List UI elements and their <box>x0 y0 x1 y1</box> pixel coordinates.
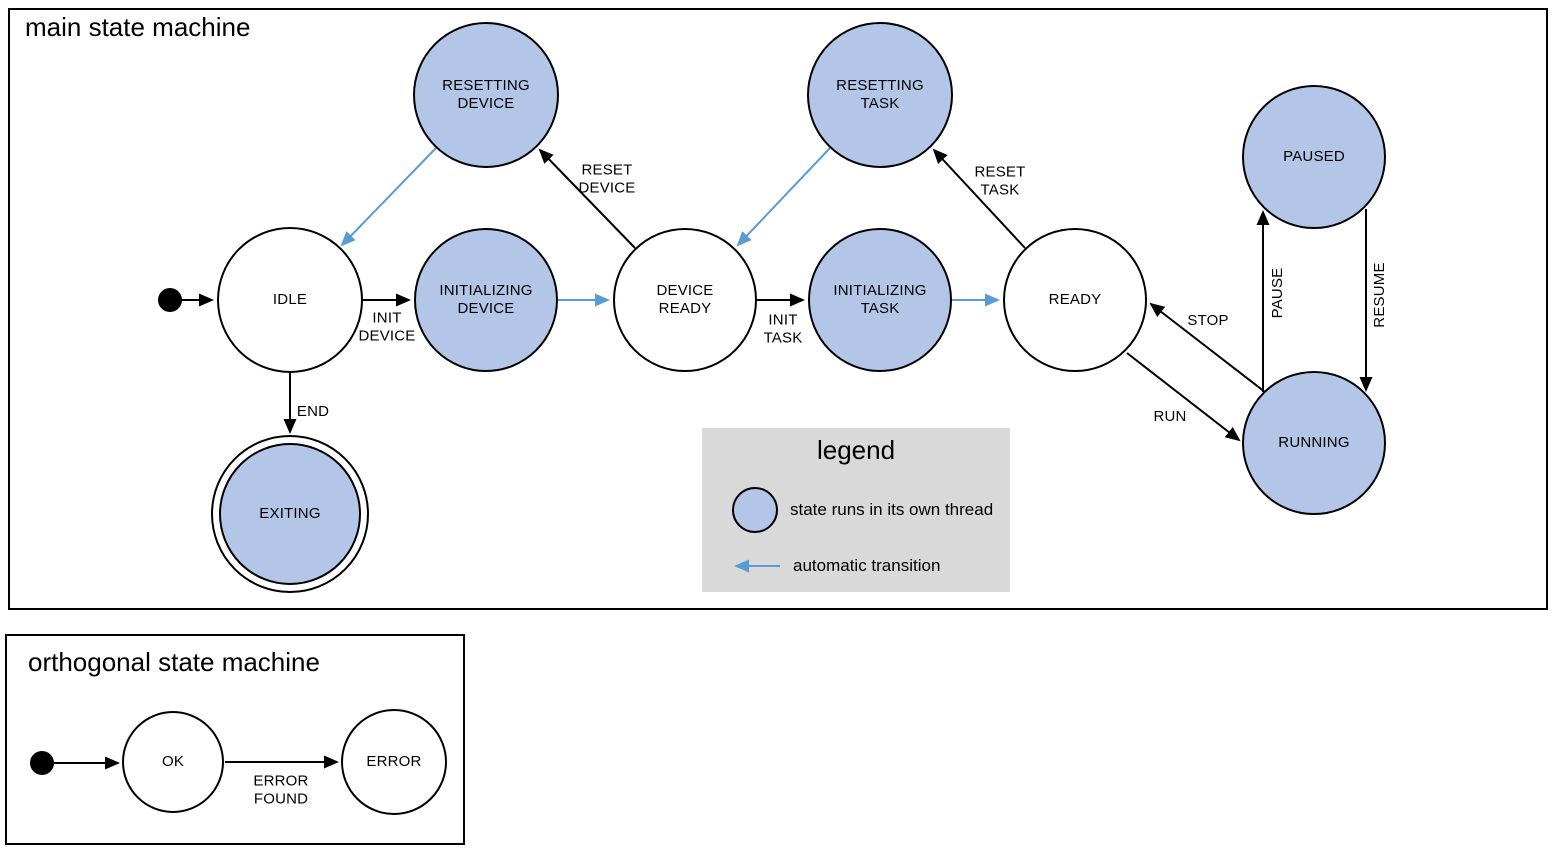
orthogonal-state-ok: OK <box>122 711 224 813</box>
orthogonal-transition-label-error-found: ERROR FOUND <box>253 772 309 808</box>
main-transition-label-run: RUN <box>1153 407 1187 425</box>
legend-title: legend <box>816 435 896 465</box>
main-transition-label-reset-task: RESET TASK <box>974 163 1026 199</box>
main-transition-label-init-task: INIT TASK <box>763 311 803 347</box>
main-transition-label-stop: STOP <box>1187 311 1229 329</box>
automatic-transition-arrow-icon <box>734 559 780 573</box>
main-state-exiting-inner-ring: EXITING <box>219 443 361 585</box>
main-transition-label-reset-device: RESET DEVICE <box>578 161 636 197</box>
legend-box: legend state runs in its own thread auto… <box>702 428 1010 592</box>
main-state-resetting-device: RESETTING DEVICE <box>413 22 559 168</box>
main-state-machine-box <box>8 8 1548 610</box>
main-state-initializing-device: INITIALIZING DEVICE <box>414 228 558 372</box>
orthogonal-state-machine-box <box>5 634 465 845</box>
main-state-idle: IDLE <box>217 227 363 373</box>
legend-thread-label: state runs in its own thread <box>790 500 994 519</box>
main-state-machine-title: main state machine <box>25 12 251 42</box>
orthogonal-initial-state-dot <box>30 751 54 775</box>
threaded-state-swatch-icon <box>732 487 778 533</box>
main-transition-label-init-device: INIT DEVICE <box>358 309 416 345</box>
main-state-ready: READY <box>1003 228 1147 372</box>
main-state-exiting: EXITING <box>211 435 369 593</box>
main-transition-label-end: END <box>296 402 330 420</box>
legend-auto-label: automatic transition <box>793 556 941 575</box>
main-state-initializing-task: INITIALIZING TASK <box>808 228 952 372</box>
orthogonal-state-error: ERROR <box>341 709 447 815</box>
main-initial-state-dot <box>158 288 182 312</box>
main-state-device-ready: DEVICE READY <box>613 228 757 372</box>
main-transition-label-pause: PAUSE <box>1268 267 1286 319</box>
main-transition-label-resume: RESUME <box>1370 262 1388 328</box>
main-state-running: RUNNING <box>1242 371 1386 515</box>
main-state-resetting-task: RESETTING TASK <box>807 22 953 168</box>
orthogonal-state-machine-title: orthogonal state machine <box>28 647 320 677</box>
main-state-paused: PAUSED <box>1242 85 1386 229</box>
